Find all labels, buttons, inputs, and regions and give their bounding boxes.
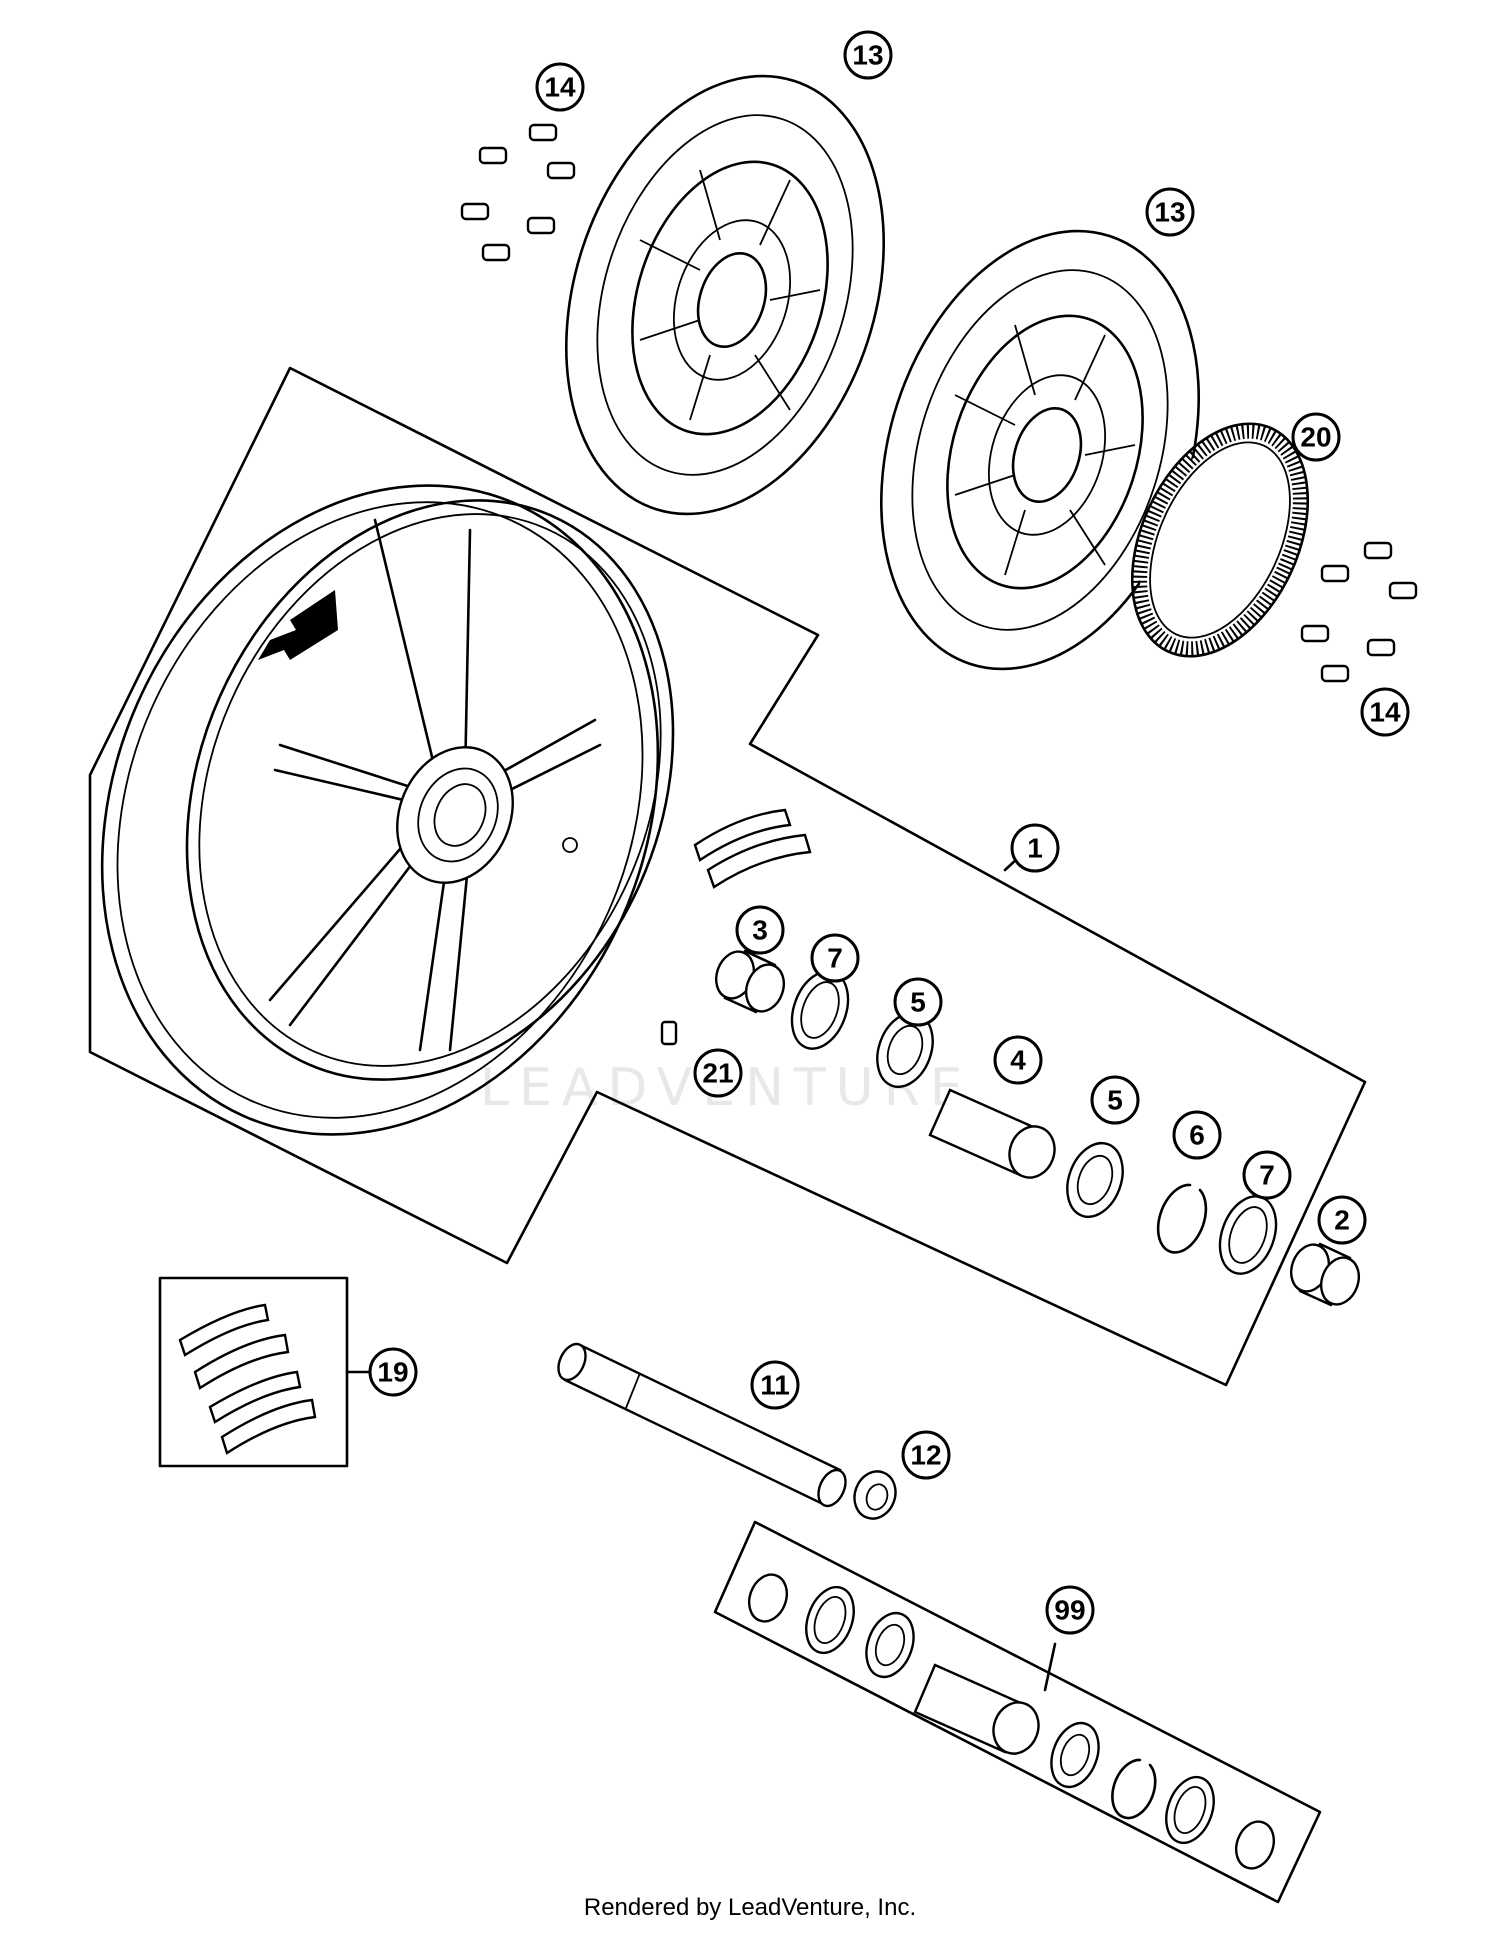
svg-text:19: 19	[377, 1357, 408, 1388]
valve-21	[660, 1020, 678, 1046]
disc-bolts-right	[1300, 541, 1418, 683]
kit-parts	[747, 1573, 1276, 1870]
rim-decal-icon	[693, 808, 812, 889]
abs-tone-ring	[1130, 422, 1310, 658]
svg-text:11: 11	[760, 1370, 790, 1401]
svg-text:7: 7	[827, 943, 843, 974]
svg-text:5: 5	[910, 987, 926, 1018]
svg-text:12: 12	[910, 1440, 941, 1471]
rotation-direction-arrow-icon	[258, 590, 338, 660]
callout-13-right: 13	[1145, 187, 1195, 237]
svg-text:13: 13	[852, 40, 883, 71]
callout-19: 19	[368, 1347, 418, 1397]
svg-text:14: 14	[544, 72, 576, 103]
svg-text:5: 5	[1107, 1085, 1123, 1116]
callout-1: 1	[1010, 823, 1060, 873]
circlip-6	[1156, 1183, 1208, 1254]
brake-disc-left	[564, 74, 886, 516]
decal-kit-contents	[178, 1303, 317, 1455]
svg-text:4: 4	[1010, 1045, 1026, 1076]
bearing-5-right	[1066, 1142, 1124, 1218]
callout-21: 21	[693, 1048, 743, 1098]
wheel-assembly-panel	[88, 366, 1367, 1387]
spacer-2	[1289, 1242, 1361, 1307]
svg-text:2: 2	[1334, 1205, 1350, 1236]
front-wheel	[100, 484, 675, 1136]
svg-text:3: 3	[752, 915, 768, 946]
svg-text:13: 13	[1154, 197, 1185, 228]
callout-12: 12	[901, 1430, 951, 1480]
callout-2: 2	[1317, 1195, 1367, 1245]
callout-5-right: 5	[1090, 1075, 1140, 1125]
svg-text:99: 99	[1054, 1595, 1085, 1626]
svg-text:6: 6	[1189, 1120, 1205, 1151]
callout-5-left: 5	[893, 977, 943, 1027]
footer-credit: Rendered by LeadVenture, Inc.	[583, 1894, 917, 1921]
callout-14-top: 14	[535, 62, 585, 112]
axle-nut	[853, 1470, 897, 1520]
callout-7-left: 7	[810, 933, 860, 983]
callout-14-bottom: 14	[1360, 687, 1410, 737]
callout-13-left: 13	[843, 30, 893, 80]
leader-lines	[345, 856, 1057, 1692]
svg-text:14: 14	[1369, 697, 1401, 728]
svg-text:21: 21	[702, 1058, 733, 1089]
bearing-kit-panel	[713, 1520, 1322, 1904]
svg-text:7: 7	[1259, 1160, 1275, 1191]
callout-3: 3	[735, 905, 785, 955]
seal-7-right	[1218, 1195, 1278, 1275]
callout-4: 4	[993, 1035, 1043, 1085]
callout-20: 20	[1291, 412, 1341, 462]
spacer-tube-4	[928, 1088, 1056, 1179]
callout-99: 99	[1045, 1585, 1095, 1635]
spacer-3	[714, 949, 786, 1014]
svg-text:1: 1	[1027, 833, 1043, 864]
callout-11: 11	[750, 1360, 800, 1410]
disc-bolts-left	[460, 123, 576, 262]
wheel-axle	[557, 1342, 847, 1508]
svg-text:20: 20	[1300, 422, 1331, 453]
callout-6: 6	[1172, 1110, 1222, 1160]
seal-7-left	[790, 970, 850, 1050]
callout-7-right: 7	[1242, 1150, 1292, 1200]
